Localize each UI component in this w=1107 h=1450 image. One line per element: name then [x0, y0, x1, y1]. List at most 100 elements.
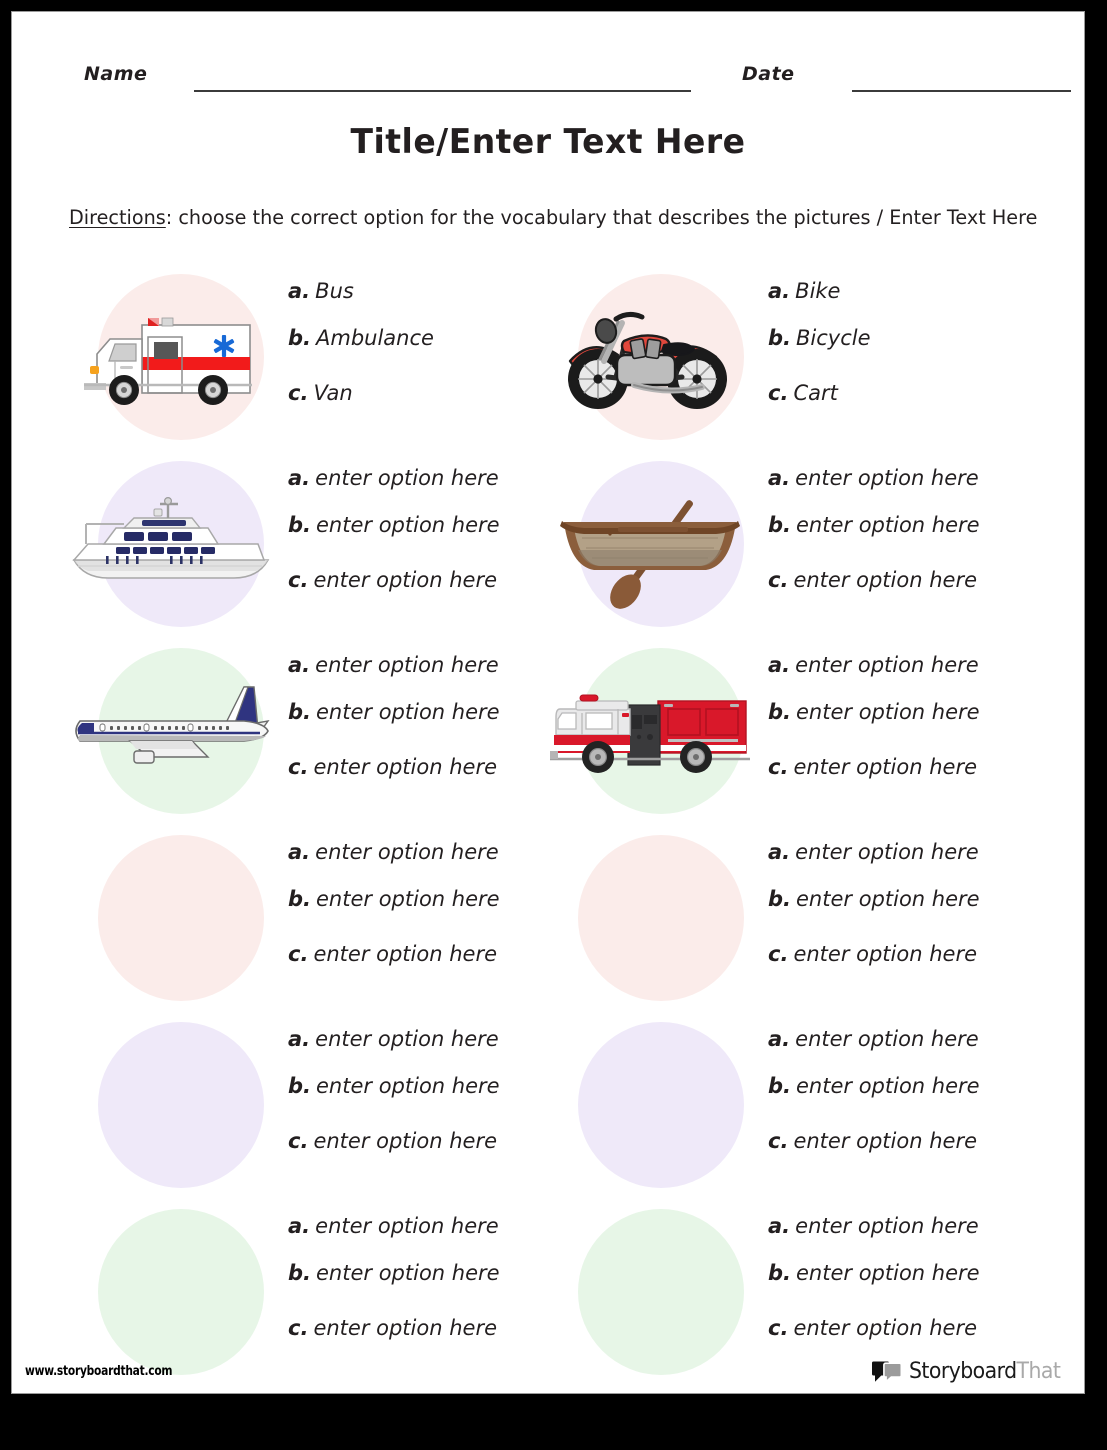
- option-a[interactable]: a.enter option here: [768, 842, 1038, 889]
- option-a[interactable]: a.enter option here: [768, 1216, 1038, 1263]
- picture-circle[interactable]: [578, 648, 744, 814]
- option-text[interactable]: enter option here: [793, 1316, 977, 1340]
- picture-circle[interactable]: [98, 274, 264, 440]
- option-text[interactable]: enter option here: [316, 513, 500, 537]
- option-text[interactable]: enter option here: [796, 513, 980, 537]
- option-a[interactable]: a.enter option here: [288, 842, 558, 889]
- option-c[interactable]: c.Cart: [768, 383, 1038, 430]
- option-text[interactable]: enter option here: [315, 466, 499, 490]
- option-a[interactable]: a.Bike: [768, 281, 1038, 328]
- option-c[interactable]: c.enter option here: [768, 1131, 1038, 1178]
- option-text[interactable]: enter option here: [316, 1261, 500, 1285]
- picture-circle[interactable]: [98, 648, 264, 814]
- option-b[interactable]: b.enter option here: [288, 702, 558, 749]
- option-text[interactable]: Ambulance: [316, 326, 434, 350]
- footer-url[interactable]: www.storyboardthat.com: [25, 1364, 173, 1379]
- option-c[interactable]: c.enter option here: [768, 757, 1038, 804]
- option-a[interactable]: a.Bus: [288, 281, 558, 328]
- option-text[interactable]: enter option here: [795, 1214, 979, 1238]
- picture-circle[interactable]: [98, 835, 264, 1001]
- option-a[interactable]: a.enter option here: [288, 1029, 558, 1076]
- option-text[interactable]: enter option here: [315, 840, 499, 864]
- option-b[interactable]: b.enter option here: [288, 515, 558, 562]
- picture-circle[interactable]: [578, 274, 744, 440]
- storyboardthat-logo[interactable]: StoryboardThat: [872, 1360, 1072, 1384]
- option-text[interactable]: enter option here: [795, 653, 979, 677]
- option-b[interactable]: b.enter option here: [768, 1263, 1038, 1310]
- option-b[interactable]: b.enter option here: [768, 702, 1038, 749]
- option-b[interactable]: b.enter option here: [768, 1076, 1038, 1123]
- option-text[interactable]: enter option here: [315, 653, 499, 677]
- option-c[interactable]: c.enter option here: [768, 944, 1038, 991]
- option-c[interactable]: c.enter option here: [288, 1318, 558, 1365]
- option-a[interactable]: a.enter option here: [768, 655, 1038, 702]
- option-a[interactable]: a.enter option here: [288, 1216, 558, 1263]
- option-text[interactable]: enter option here: [796, 700, 980, 724]
- option-a[interactable]: a.enter option here: [288, 468, 558, 515]
- option-text[interactable]: Cart: [793, 381, 838, 405]
- picture-circle[interactable]: [98, 461, 264, 627]
- name-input-line[interactable]: [194, 90, 691, 92]
- logo-word-storyboard: Storyboard: [909, 1359, 1017, 1384]
- option-text[interactable]: enter option here: [315, 1214, 499, 1238]
- option-text[interactable]: enter option here: [313, 755, 497, 779]
- picture-circle[interactable]: [98, 1209, 264, 1375]
- option-b[interactable]: b.Ambulance: [288, 328, 558, 375]
- option-a[interactable]: a.enter option here: [768, 468, 1038, 515]
- option-a[interactable]: a.enter option here: [768, 1029, 1038, 1076]
- option-c[interactable]: c.enter option here: [768, 570, 1038, 617]
- option-b[interactable]: b.enter option here: [768, 515, 1038, 562]
- option-text[interactable]: enter option here: [796, 887, 980, 911]
- option-text[interactable]: enter option here: [313, 1129, 497, 1153]
- option-text[interactable]: enter option here: [313, 568, 497, 592]
- option-b[interactable]: b.enter option here: [288, 1263, 558, 1310]
- option-text[interactable]: enter option here: [313, 942, 497, 966]
- option-c[interactable]: c.enter option here: [288, 570, 558, 617]
- option-text[interactable]: enter option here: [793, 1129, 977, 1153]
- picture-circle[interactable]: [578, 461, 744, 627]
- option-b[interactable]: b.enter option here: [288, 1076, 558, 1123]
- option-c[interactable]: c.enter option here: [288, 757, 558, 804]
- option-text[interactable]: Bicycle: [796, 326, 871, 350]
- option-text[interactable]: enter option here: [795, 466, 979, 490]
- option-text[interactable]: enter option here: [316, 700, 500, 724]
- option-text[interactable]: Bike: [795, 279, 841, 303]
- option-text[interactable]: enter option here: [793, 942, 977, 966]
- option-text[interactable]: enter option here: [795, 1027, 979, 1051]
- picture-circle[interactable]: [98, 1022, 264, 1188]
- option-text[interactable]: enter option here: [316, 887, 500, 911]
- option-text[interactable]: Van: [313, 381, 353, 405]
- option-text[interactable]: enter option here: [793, 568, 977, 592]
- option-key: b.: [288, 887, 312, 911]
- picture-circle[interactable]: [578, 1022, 744, 1188]
- picture-circle[interactable]: [578, 1209, 744, 1375]
- option-b[interactable]: b.enter option here: [288, 889, 558, 936]
- option-b[interactable]: b.enter option here: [768, 889, 1038, 936]
- option-text[interactable]: enter option here: [793, 755, 977, 779]
- option-text[interactable]: enter option here: [316, 1074, 500, 1098]
- option-c[interactable]: c.enter option here: [288, 944, 558, 991]
- option-c[interactable]: c.enter option here: [288, 1131, 558, 1178]
- option-text[interactable]: enter option here: [796, 1074, 980, 1098]
- picture-circle[interactable]: [578, 835, 744, 1001]
- option-text[interactable]: enter option here: [315, 1027, 499, 1051]
- option-text[interactable]: enter option here: [313, 1316, 497, 1340]
- date-input-line[interactable]: [852, 90, 1071, 92]
- option-text[interactable]: enter option here: [796, 1261, 980, 1285]
- option-c[interactable]: c.Van: [288, 383, 558, 430]
- worksheet-title[interactable]: Title/Enter Text Here: [350, 122, 746, 162]
- option-text[interactable]: enter option here: [795, 840, 979, 864]
- name-label: Name: [84, 63, 148, 85]
- option-b[interactable]: b.Bicycle: [768, 328, 1038, 375]
- option-text[interactable]: Bus: [315, 279, 354, 303]
- option-c[interactable]: c.enter option here: [768, 1318, 1038, 1365]
- option-key: c.: [768, 755, 789, 779]
- option-a[interactable]: a.enter option here: [288, 655, 558, 702]
- directions-text[interactable]: : choose the correct option for the voca…: [165, 206, 1038, 229]
